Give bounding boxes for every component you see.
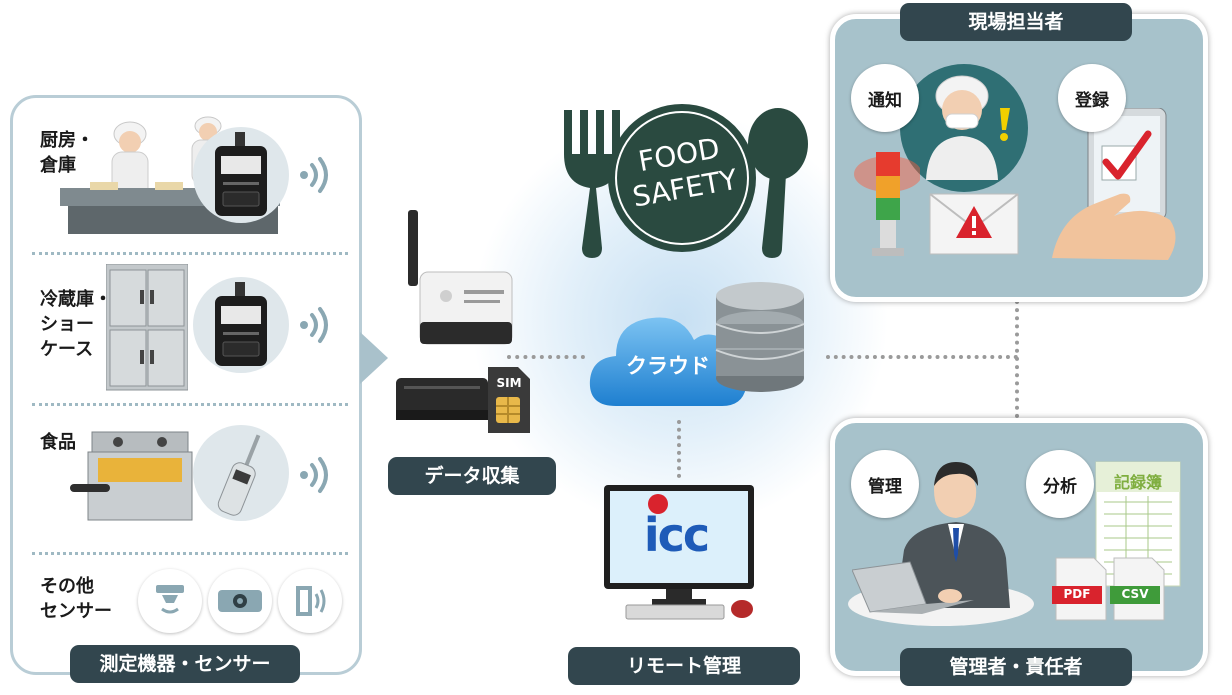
camera-sensor-icon: [218, 590, 262, 612]
icc-logo-dot: [648, 494, 668, 514]
router-device-illustration: [396, 378, 488, 420]
refrigerator-illustration: [106, 264, 188, 391]
section-label-refrigerator: 冷蔵庫・ ショー ケース: [40, 289, 112, 360]
manager-title: 管理者・責任者: [900, 648, 1132, 686]
register-bubble: 登録: [1058, 64, 1126, 132]
monitor-illustration: [604, 485, 754, 620]
connector-gateway-cloud: [507, 355, 585, 359]
icc-logo: icc: [643, 508, 710, 562]
door-sensor-icon: [296, 586, 326, 616]
manager-at-laptop-illustration: [852, 462, 1010, 614]
panel-arrow: [360, 332, 388, 384]
database-icon: [715, 282, 805, 392]
ledger-document-icon: [1095, 461, 1181, 587]
section-divider: [32, 403, 348, 406]
ledger-label: 記録簿: [1113, 473, 1162, 492]
alert-mail-icon: [929, 193, 1019, 255]
pdf-label: PDF: [1063, 587, 1091, 601]
pdf-file-icon: [1052, 557, 1107, 621]
signal-tower-light-icon: [854, 152, 920, 256]
remote-caption: リモート管理: [568, 647, 800, 685]
section-divider: [32, 252, 348, 255]
connector-cloud-right: [826, 355, 1018, 359]
section-divider: [32, 552, 348, 555]
wireless-signal-icon: [300, 307, 328, 343]
gateway-device-illustration: [408, 210, 513, 345]
connector-right-vertical: [1015, 300, 1019, 418]
tablet-checkmark-illustration: [1052, 108, 1176, 260]
fryer-illustration: [70, 431, 193, 521]
sim-card-icon: [488, 367, 530, 433]
section-label-kitchen: 厨房・ 倉庫: [40, 130, 94, 176]
connector-cloud-remote: [677, 420, 681, 478]
food-safety-emblem: [564, 104, 808, 258]
wireless-signal-icon: [300, 457, 328, 493]
cloud-icon: [589, 317, 747, 406]
analyze-bubble: 分析: [1026, 450, 1094, 518]
csv-label: CSV: [1121, 587, 1149, 601]
cloud-label: クラウド: [626, 354, 710, 378]
motion-sensor-icon: [156, 585, 184, 614]
notify-bubble: 通知: [851, 64, 919, 132]
onsite-staff-title: 現場担当者: [900, 3, 1132, 41]
exclamation-icon: [1000, 108, 1010, 141]
section-label-food: 食品: [40, 432, 76, 453]
wireless-signal-icon: [300, 157, 328, 193]
worker-illustration: [926, 75, 998, 180]
csv-file-icon: [1110, 557, 1165, 621]
gateway-caption: データ収集: [388, 457, 556, 495]
manage-bubble: 管理: [851, 450, 919, 518]
sim-label: SIM: [496, 376, 522, 390]
sensor-panel-caption: 測定機器・センサー: [70, 645, 300, 683]
data-logger-icon: [215, 132, 267, 216]
data-logger-icon: [215, 282, 267, 366]
probe-thermometer-icon: [217, 434, 261, 516]
section-label-other-sensors: その他 センサー: [40, 576, 112, 622]
